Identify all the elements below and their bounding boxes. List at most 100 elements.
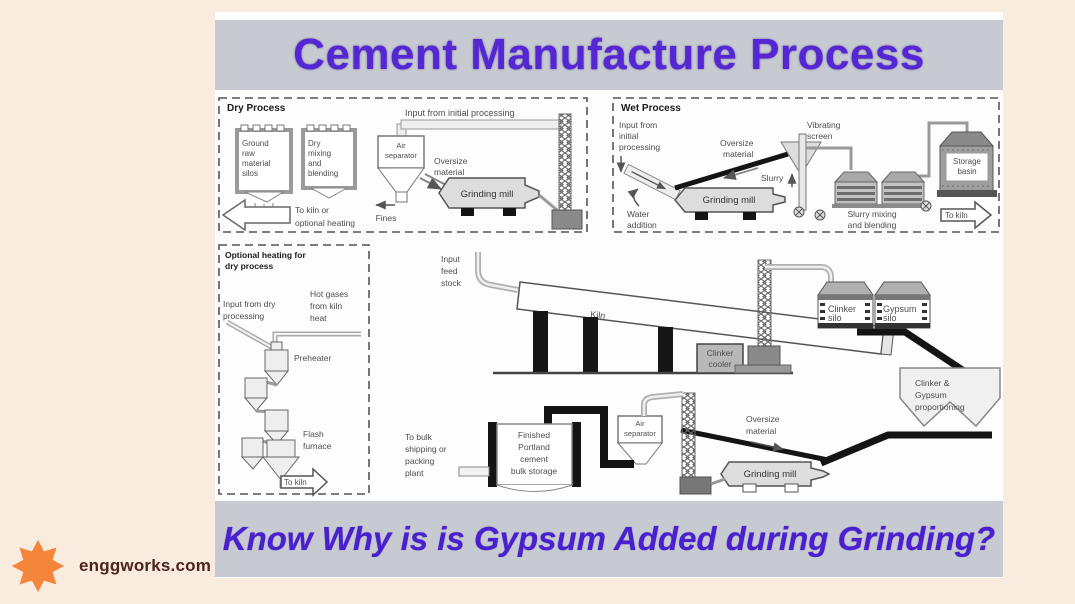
svg-text:optional heating: optional heating	[295, 218, 355, 228]
svg-text:cooler: cooler	[708, 359, 731, 369]
svg-text:Grinding mill: Grinding mill	[744, 469, 797, 480]
vibrating-screen: Vibrating screen	[780, 120, 841, 211]
svg-text:silos: silos	[242, 169, 258, 178]
svg-text:material: material	[434, 167, 464, 177]
poster-panel: Cement Manufacture Process Dry Process	[215, 12, 1003, 578]
svg-text:Clinker: Clinker	[828, 304, 856, 314]
dry-bucket-elevator	[551, 113, 583, 230]
svg-text:Grinding mill: Grinding mill	[461, 189, 514, 200]
svg-text:Input from: Input from	[619, 120, 657, 130]
gypsum-silo: Gypsum silo	[874, 281, 931, 329]
svg-text:Flash: Flash	[303, 429, 324, 439]
ground-raw-material-silos: Ground raw material silos	[235, 124, 293, 210]
oversize-return-conveyor	[680, 427, 829, 463]
wet-grinding-mill: Grinding mill	[674, 187, 786, 220]
svg-text:Air: Air	[396, 141, 406, 150]
kiln-support	[658, 327, 673, 373]
optional-heating-title: Optional heating for	[225, 250, 306, 260]
svg-text:Gypsum: Gypsum	[883, 304, 917, 314]
slurry-mixing-tanks: Slurry mixing and blending	[832, 171, 927, 230]
opt-input-label: Input from dry processing	[223, 299, 276, 321]
svg-text:Ground: Ground	[242, 139, 269, 148]
wet-process-title: Wet Process	[621, 103, 681, 114]
svg-text:and blending: and blending	[848, 220, 897, 230]
svg-text:Input: Input	[441, 254, 461, 264]
svg-text:silo: silo	[883, 313, 897, 323]
proportioning-to-mill-conveyor	[819, 431, 992, 467]
dry-input-pipe: Input from initial processing	[396, 108, 562, 139]
svg-text:To bulk: To bulk	[405, 432, 433, 442]
to-kiln-left-arrow: To kiln or optional heating	[221, 198, 355, 232]
svg-text:Oversize: Oversize	[720, 138, 754, 148]
svg-text:initial: initial	[619, 131, 638, 141]
svg-text:Finished: Finished	[518, 430, 550, 440]
water-addition: Water addition	[627, 188, 657, 230]
wet-input-label: Input from initial processing	[616, 120, 660, 173]
svg-text:packing: packing	[405, 456, 435, 466]
svg-text:screen: screen	[807, 131, 833, 141]
svg-text:material: material	[746, 426, 776, 436]
main-oversize-label: Oversize material	[746, 414, 784, 452]
optional-heating-section: Optional heating for dry process Input f…	[218, 244, 370, 497]
slurry-pumps	[793, 200, 932, 221]
svg-text:processing: processing	[223, 311, 264, 321]
fines-label: Fines	[376, 213, 397, 223]
feed-stock-label: Input feed stock	[441, 254, 462, 288]
svg-text:Slurry: Slurry	[761, 173, 784, 183]
wet-feed-chute	[623, 163, 681, 201]
main-air-separator: Air separator	[616, 415, 664, 465]
svg-text:Dry: Dry	[308, 139, 320, 148]
svg-text:silo: silo	[828, 313, 842, 323]
elevator-to-silo-pipe	[765, 264, 834, 284]
svg-text:plant: plant	[405, 468, 424, 478]
svg-text:raw: raw	[242, 149, 255, 158]
kiln-support	[533, 311, 548, 373]
svg-text:basin: basin	[957, 167, 976, 176]
svg-text:dry process: dry process	[225, 261, 273, 271]
mill-bucket-elevator	[679, 392, 726, 495]
svg-text:Gypsum: Gypsum	[915, 390, 947, 400]
svg-text:mixing: mixing	[308, 149, 331, 158]
screen-to-tanks-pipe	[806, 146, 853, 170]
svg-text:material: material	[242, 159, 271, 168]
svg-text:separator: separator	[385, 151, 417, 160]
svg-text:bulk storage: bulk storage	[511, 466, 558, 476]
kiln-support	[583, 317, 598, 373]
svg-text:Air: Air	[635, 419, 645, 428]
svg-text:To kiln: To kiln	[284, 478, 307, 487]
svg-text:furnace: furnace	[303, 441, 332, 451]
svg-text:cement: cement	[520, 454, 549, 464]
svg-text:Portland: Portland	[518, 442, 550, 452]
cement-bulk-storage: Finished Portland cement bulk storage	[458, 422, 581, 492]
slurry-label: Slurry	[761, 173, 797, 187]
svg-text:material: material	[723, 149, 753, 159]
svg-text:Input from dry: Input from dry	[223, 299, 276, 309]
process-diagram: Dry Process Ground raw material silos	[218, 97, 1001, 497]
svg-text:heat: heat	[310, 313, 327, 323]
svg-text:Oversize: Oversize	[746, 414, 780, 424]
clinker-silo: Clinker silo	[817, 281, 874, 329]
main-grinding-mill: Grinding mill	[720, 461, 831, 493]
flash-furnace-label: Flash furnace	[303, 429, 332, 451]
svg-text:and: and	[308, 159, 321, 168]
clinker-gypsum-proportioning: Clinker & Gypsum proportioning	[899, 367, 1001, 428]
svg-text:Clinker: Clinker	[707, 348, 734, 358]
fines-to-storage-pipe	[544, 406, 634, 468]
svg-text:Clinker &: Clinker &	[915, 378, 950, 388]
svg-text:Water: Water	[627, 209, 650, 219]
optional-heating-border	[218, 244, 370, 495]
hot-gases-label: Hot gases from kiln heat	[310, 289, 348, 323]
dry-oversize: Oversize material	[419, 156, 468, 190]
wet-oversize-belt: Oversize material	[674, 138, 789, 191]
storage-outlet-pipe	[458, 466, 490, 477]
kiln-section: Input feed stock Kiln Clinker cooler	[405, 252, 1001, 495]
storage-basin: Storage basin	[937, 131, 997, 197]
page-title: Cement Manufacture Process	[293, 30, 925, 79]
dry-process-border	[218, 97, 588, 233]
title-bar: Cement Manufacture Process	[215, 20, 1003, 90]
svg-text:Oversize: Oversize	[434, 156, 468, 166]
wet-process-section: Wet Process Input from initial processin…	[612, 97, 1000, 233]
svg-text:To kiln: To kiln	[945, 211, 968, 220]
dry-air-separator: Air separator Fines	[375, 135, 425, 223]
